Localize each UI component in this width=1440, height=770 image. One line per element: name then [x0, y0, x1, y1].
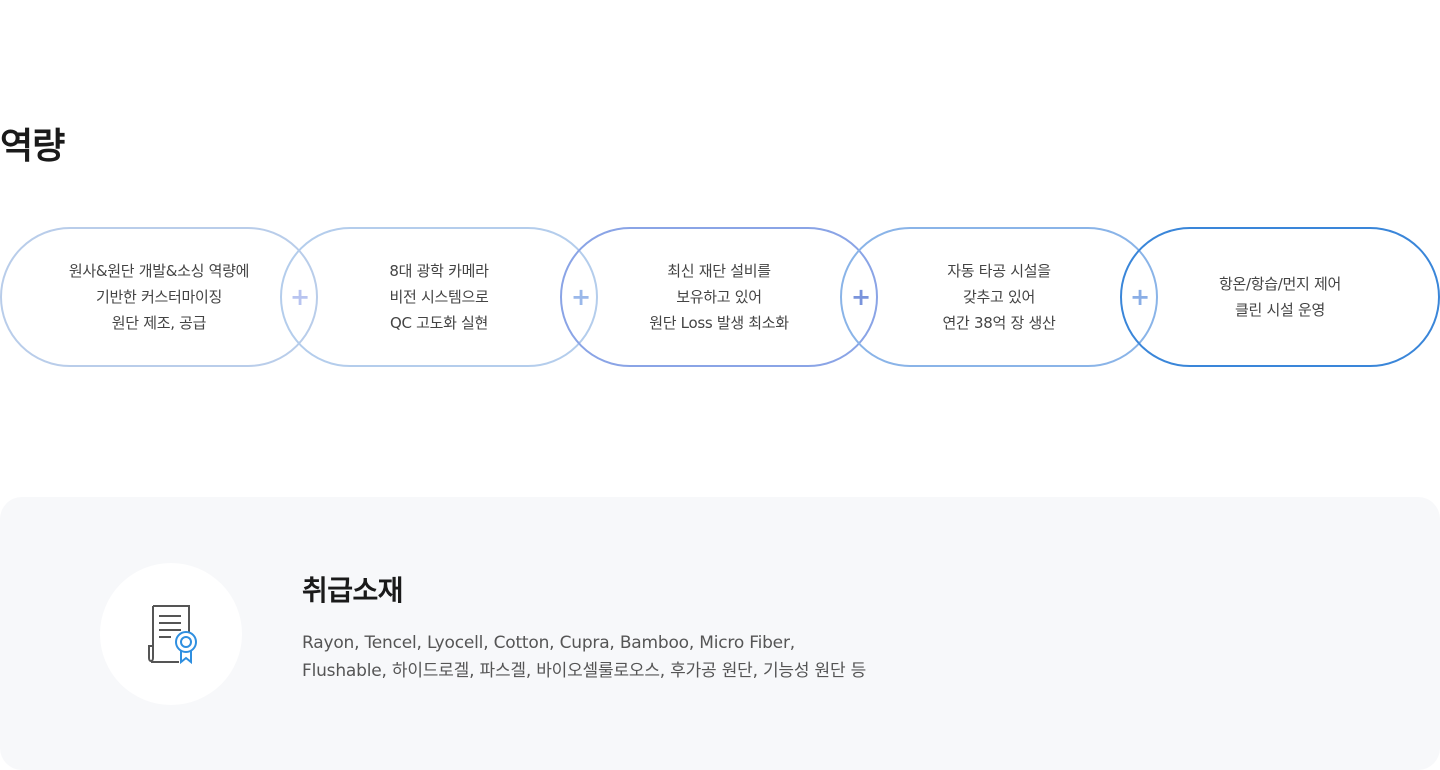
capability-cutting: 최신 재단 설비를 보유하고 있어 원단 Loss 발생 최소화 [560, 227, 878, 367]
materials-panel: 취급소재 Rayon, Tencel, Lyocell, Cotton, Cup… [0, 497, 1440, 770]
capability-text: 최신 재단 설비를 보유하고 있어 원단 Loss 발생 최소화 [649, 262, 789, 332]
capability-text: 8대 광학 카메라 비전 시스템으로 QC 고도화 실현 [389, 262, 489, 332]
capability-text: 자동 타공 시설을 갖추고 있어 연간 38억 장 생산 [942, 262, 1056, 332]
capability-punching: 자동 타공 시설을 갖추고 있어 연간 38억 장 생산 [840, 227, 1158, 367]
capability-vision-qc: 8대 광학 카메라 비전 시스템으로 QC 고도화 실현 [280, 227, 598, 367]
certificate-document-icon [148, 605, 197, 665]
capability-text: 원사&원단 개발&소싱 역량에 기반한 커스터마이징 원단 제조, 공급 [68, 262, 250, 332]
materials-icon-circle [100, 563, 242, 705]
materials-line: Flushable, 하이드로겔, 파스겔, 바이오셀룰로오스, 후가공 원단,… [302, 661, 867, 681]
section-title: 역량 [0, 126, 65, 167]
materials-title: 취급소재 [302, 574, 404, 607]
capability-customizing: 원사&원단 개발&소싱 역량에 기반한 커스터마이징 원단 제조, 공급 [0, 227, 318, 367]
capability-cleanroom: 항온/항습/먼지 제어 클린 시설 운영 [1120, 227, 1440, 367]
capability-text: 항온/항습/먼지 제어 클린 시설 운영 [1219, 275, 1341, 319]
capability-list: 원사&원단 개발&소싱 역량에 기반한 커스터마이징 원단 제조, 공급 + 8… [0, 227, 1440, 367]
materials-line: Rayon, Tencel, Lyocell, Cotton, Cupra, B… [302, 633, 795, 653]
materials-description: Rayon, Tencel, Lyocell, Cotton, Cupra, B… [302, 629, 866, 685]
